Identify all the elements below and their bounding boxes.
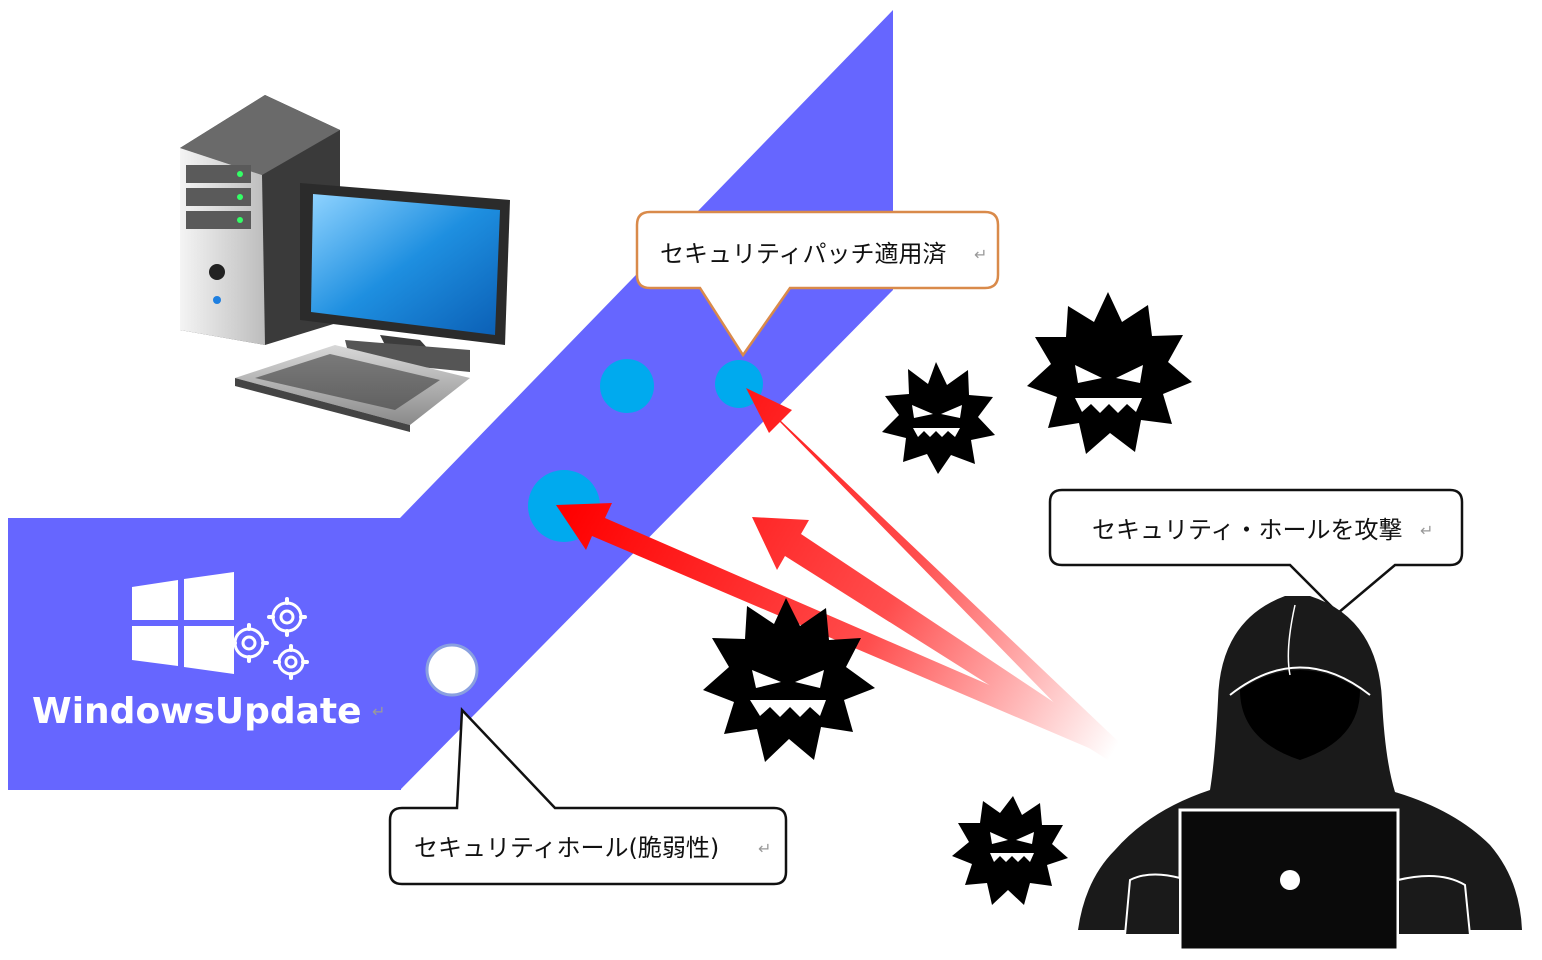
callout-patched: セキュリティパッチ適用済 ↵	[635, 210, 1000, 358]
return-mark: ↵	[974, 245, 987, 264]
callout-attack: セキュリティ・ホールを攻撃 ↵	[1048, 488, 1464, 615]
callout-hole-text: セキュリティホール(脆弱性)	[414, 834, 719, 862]
virus-icon	[1027, 292, 1192, 454]
attack-arrows	[556, 388, 1122, 760]
virus-icon	[882, 362, 995, 474]
laptop-icon	[1178, 808, 1400, 952]
windows-logo-icon	[132, 572, 234, 674]
open-hole	[425, 643, 479, 697]
update-title: WindowsUpdate	[32, 691, 362, 732]
desktop-computer-icon	[180, 95, 510, 432]
windows-update-panel: WindowsUpdate ↵	[8, 518, 401, 790]
virus-icon	[703, 598, 875, 762]
callout-attack-text: セキュリティ・ホールを攻撃	[1092, 516, 1403, 544]
attack-arrow-middle	[752, 517, 1118, 760]
return-mark: ↵	[1420, 521, 1433, 540]
callout-patched-text: セキュリティパッチ適用済	[660, 240, 947, 268]
patched-hole	[600, 359, 654, 413]
attack-arrow-patched	[746, 388, 1122, 760]
return-mark: ↵	[372, 702, 385, 721]
attack-arrow-hole	[556, 503, 1116, 757]
virus-icon	[952, 796, 1068, 905]
hacker-icon	[1078, 596, 1522, 952]
return-mark: ↵	[758, 839, 771, 858]
callout-hole: セキュリティホール(脆弱性) ↵	[388, 707, 788, 886]
gear-icon	[229, 597, 309, 680]
